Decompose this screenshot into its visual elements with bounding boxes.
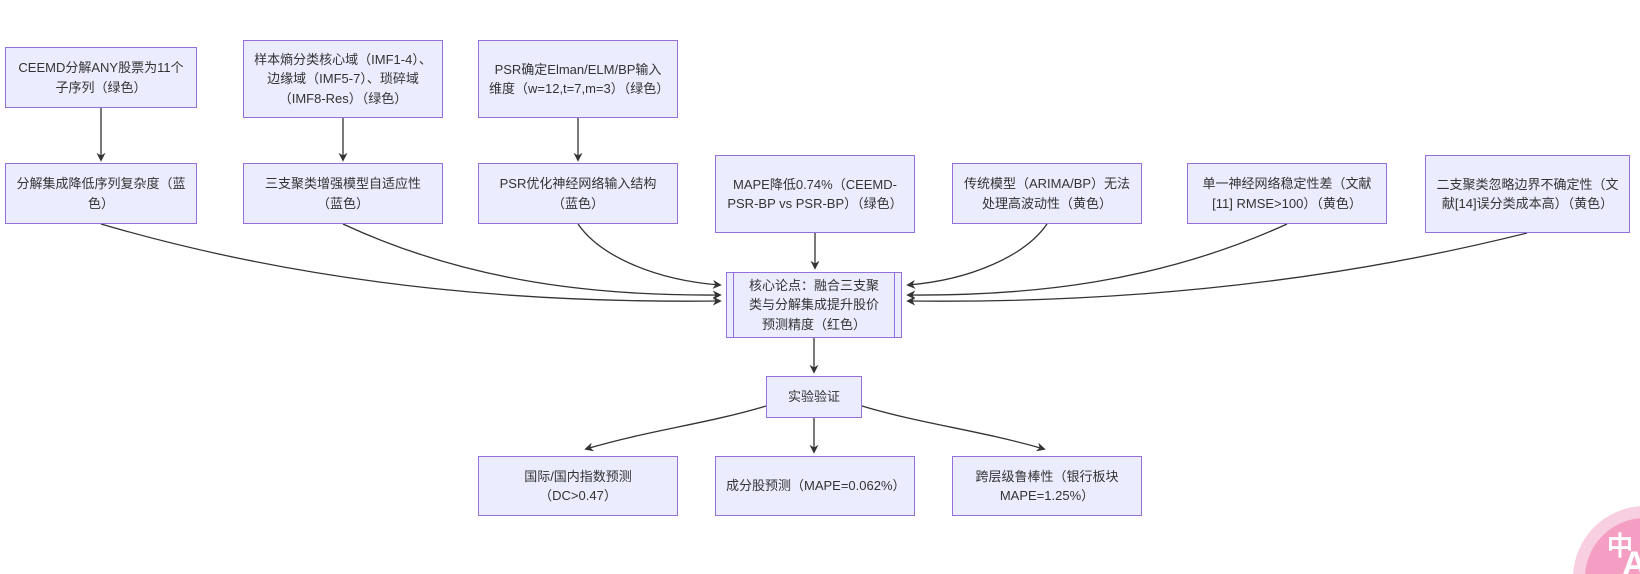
- edge-experiment-robust: [861, 405, 1046, 452]
- node-mape-reduction: MAPE降低0.74%（CEEMD-PSR-BP vs PSR-BP）（绿色）: [715, 155, 915, 233]
- node-sample-entropy: 样本熵分类核心域（IMF1-4）、边缘域（IMF5-7）、琐碎域（IMF8-Re…: [243, 40, 443, 118]
- node-psr-input-dimension: PSR确定Elman/ELM/BP输入维度（w=12,t=7,m=3）（绿色）: [478, 40, 678, 118]
- node-cross-level-robustness: 跨层级鲁棒性（银行板块MAPE=1.25%）: [952, 456, 1142, 516]
- edge-traditional-core: [906, 223, 1048, 289]
- node-core-thesis: 核心论点：融合三支聚类与分解集成提升股价预测精度（红色）: [726, 272, 902, 338]
- node-single-nn-instability: 单一神经网络稳定性差（文献[11] RMSE>100）（黄色）: [1187, 163, 1387, 224]
- edge-decomp-core: [100, 223, 722, 306]
- node-component-stock: 成分股预测（MAPE=0.062%）: [715, 456, 915, 516]
- node-two-way-clustering: 二支聚类忽略边界不确定性（文献[14]误分类成本高）（黄色）: [1425, 155, 1630, 233]
- edge-singlenn-core: [906, 223, 1288, 300]
- translate-en-glyph: A: [1622, 545, 1640, 574]
- node-experiment-validation: 实验验证: [766, 376, 862, 418]
- node-three-way-clustering: 三支聚类增强模型自适应性（蓝色）: [243, 163, 443, 224]
- node-psr-optimization: PSR优化神经网络输入结构（蓝色）: [478, 163, 678, 224]
- node-decomposition-benefit: 分解集成降低序列复杂度（蓝色）: [5, 163, 197, 224]
- edge-experiment-index: [584, 405, 767, 452]
- translate-button[interactable]: 中 A: [1585, 518, 1640, 574]
- node-traditional-models: 传统模型（ARIMA/BP）无法处理高波动性（黄色）: [952, 163, 1142, 224]
- translate-zh-glyph: 中: [1607, 531, 1634, 561]
- edge-threeway-core: [342, 223, 722, 300]
- edge-twoway-core: [906, 232, 1528, 306]
- node-index-prediction: 国际/国内指数预测（DC>0.47）: [478, 456, 678, 516]
- edge-psropt-core: [577, 223, 722, 289]
- node-ceemd-decompose: CEEMD分解ANY股票为11个子序列（绿色）: [5, 47, 197, 108]
